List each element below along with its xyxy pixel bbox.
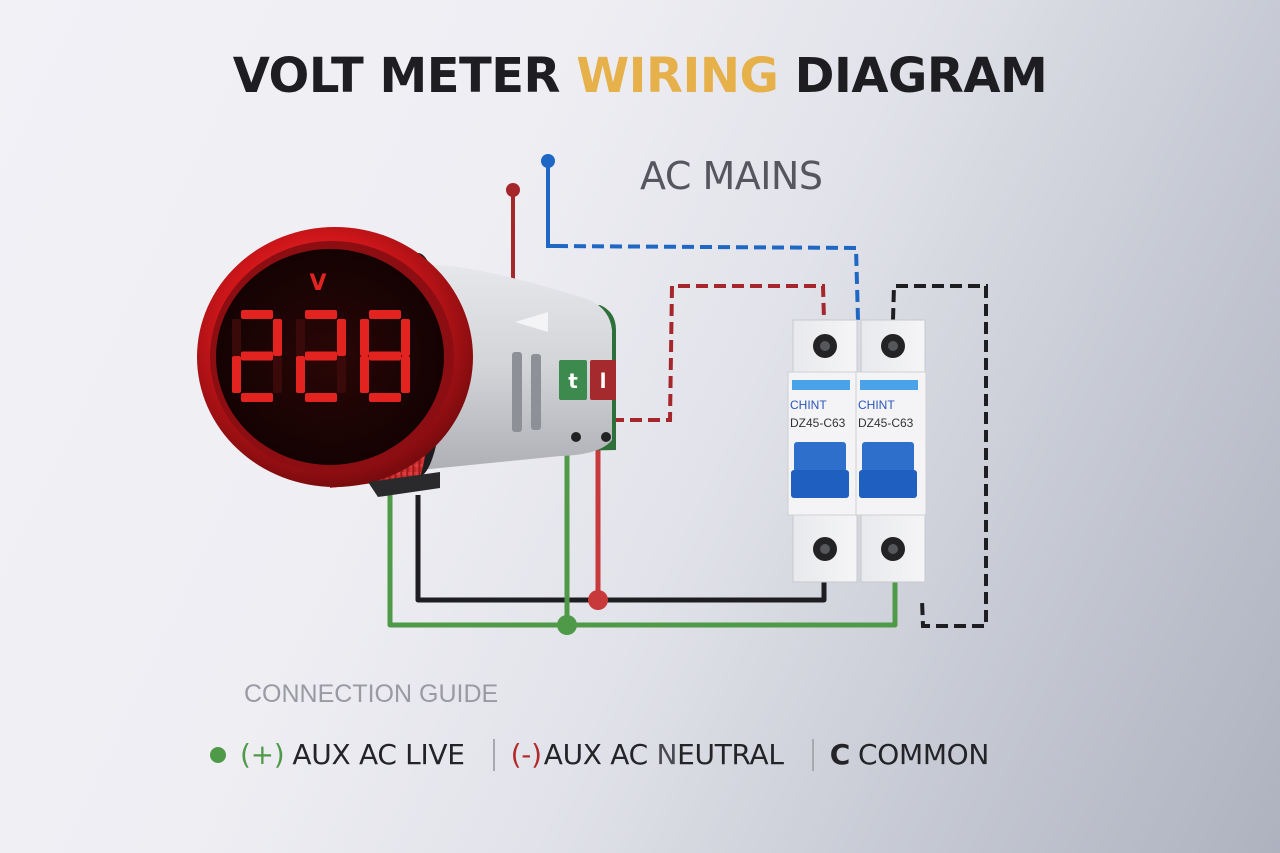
breaker-toggle[interactable] [862, 442, 914, 472]
led-segment [273, 319, 282, 356]
connection-guide-heading: CONNECTION GUIDE [244, 680, 499, 708]
terminal-screw-icon [820, 341, 830, 351]
legend-common-label: COMMON [857, 738, 990, 771]
live-dot-icon [210, 746, 226, 763]
aux-live-junction [557, 615, 577, 635]
common-wire [415, 495, 827, 603]
breaker-brand: CHINT [790, 398, 827, 412]
led-segment [241, 310, 273, 319]
led-segment [369, 310, 401, 319]
legend-divider [492, 738, 495, 771]
terminal-tab-neutral [590, 360, 616, 400]
title-part-2: DIAGRAM [778, 48, 1048, 104]
vent-slot [512, 352, 522, 432]
ac-mains [397, 154, 998, 197]
led-segment [401, 319, 410, 356]
ac-mains-label: AC MAINS [640, 154, 823, 198]
led-segment [360, 356, 369, 393]
breaker-toggle-lever[interactable] [859, 470, 917, 498]
led-segment [337, 356, 346, 393]
led-segment [369, 393, 401, 402]
legend-divider [811, 738, 814, 771]
breaker-model: DZ45-C63 [858, 416, 914, 430]
led-segment [296, 356, 305, 393]
breaker-label-strip [792, 380, 850, 390]
page-title: VOLT METER WIRING DIAGRAM [0, 48, 1280, 104]
common-dashed-wire [891, 284, 988, 628]
led-segment [305, 393, 337, 402]
led-segment [305, 351, 337, 361]
legend-live-label: AUX AC LIVE [292, 738, 465, 771]
led-segment [360, 319, 369, 356]
neutral-dashed-wire [612, 284, 826, 422]
aux-live-wire-loop [387, 495, 898, 628]
led-segment [241, 393, 273, 402]
legend-common-symbol: C [829, 738, 851, 771]
connection-legend: (+) AUX AC LIVE (-) AUX AC NEUTRAL C COM… [210, 738, 989, 771]
led-segment [305, 310, 337, 319]
terminal-screw-icon [888, 544, 898, 554]
title-accent: WIRING [576, 48, 779, 104]
terminal-tab-live [559, 360, 587, 400]
volt-meter: V t l [197, 227, 616, 497]
led-segment [273, 356, 282, 393]
circuit-breakers: CHINT DZ45-C63 CHINT DZ45-C63 [787, 319, 927, 583]
led-segment [369, 351, 401, 361]
meter-unit: V [309, 271, 326, 296]
breaker-toggle-lever[interactable] [791, 470, 849, 498]
led-segment [296, 319, 305, 356]
legend-neutral-label-b: EUTRAL [677, 738, 784, 771]
breaker-model: DZ45-C63 [790, 416, 846, 430]
terminal-screw-icon [820, 544, 830, 554]
body-arrow [515, 312, 548, 332]
legend-neutral-symbol: (-) [510, 738, 542, 771]
terminal-screw [571, 432, 581, 442]
legend-neutral-label-a: AUX AC [543, 738, 657, 771]
live-dashed-wire [555, 244, 860, 321]
breaker-toggle[interactable] [794, 442, 846, 472]
breaker-brand: CHINT [858, 398, 895, 412]
mount-clip [368, 472, 440, 497]
legend-live-symbol: (+) [240, 738, 285, 771]
circuit-breaker: CHINT DZ45-C63 [787, 319, 859, 583]
aux-neutral-junction [588, 590, 608, 610]
led-segment [232, 319, 241, 356]
live-drop-wire [546, 161, 556, 248]
legend-neutral-label-n: N [656, 738, 678, 771]
breaker-label-strip [860, 380, 918, 390]
title-part-1: VOLT METER [232, 48, 577, 104]
led-segment [337, 319, 346, 356]
led-display [232, 310, 410, 402]
terminal-tab-live-label: t [568, 369, 578, 393]
terminal-screw [601, 432, 611, 442]
terminal-tab-neutral-label: l [600, 369, 607, 393]
terminal-screw-icon [888, 341, 898, 351]
led-segment [232, 356, 241, 393]
vent-slot [531, 354, 541, 430]
circuit-breaker: CHINT DZ45-C63 [855, 319, 927, 583]
led-segment [241, 351, 273, 361]
led-segment [401, 356, 410, 393]
legend-neutral-label: AUX AC NEUTRAL [544, 738, 784, 771]
